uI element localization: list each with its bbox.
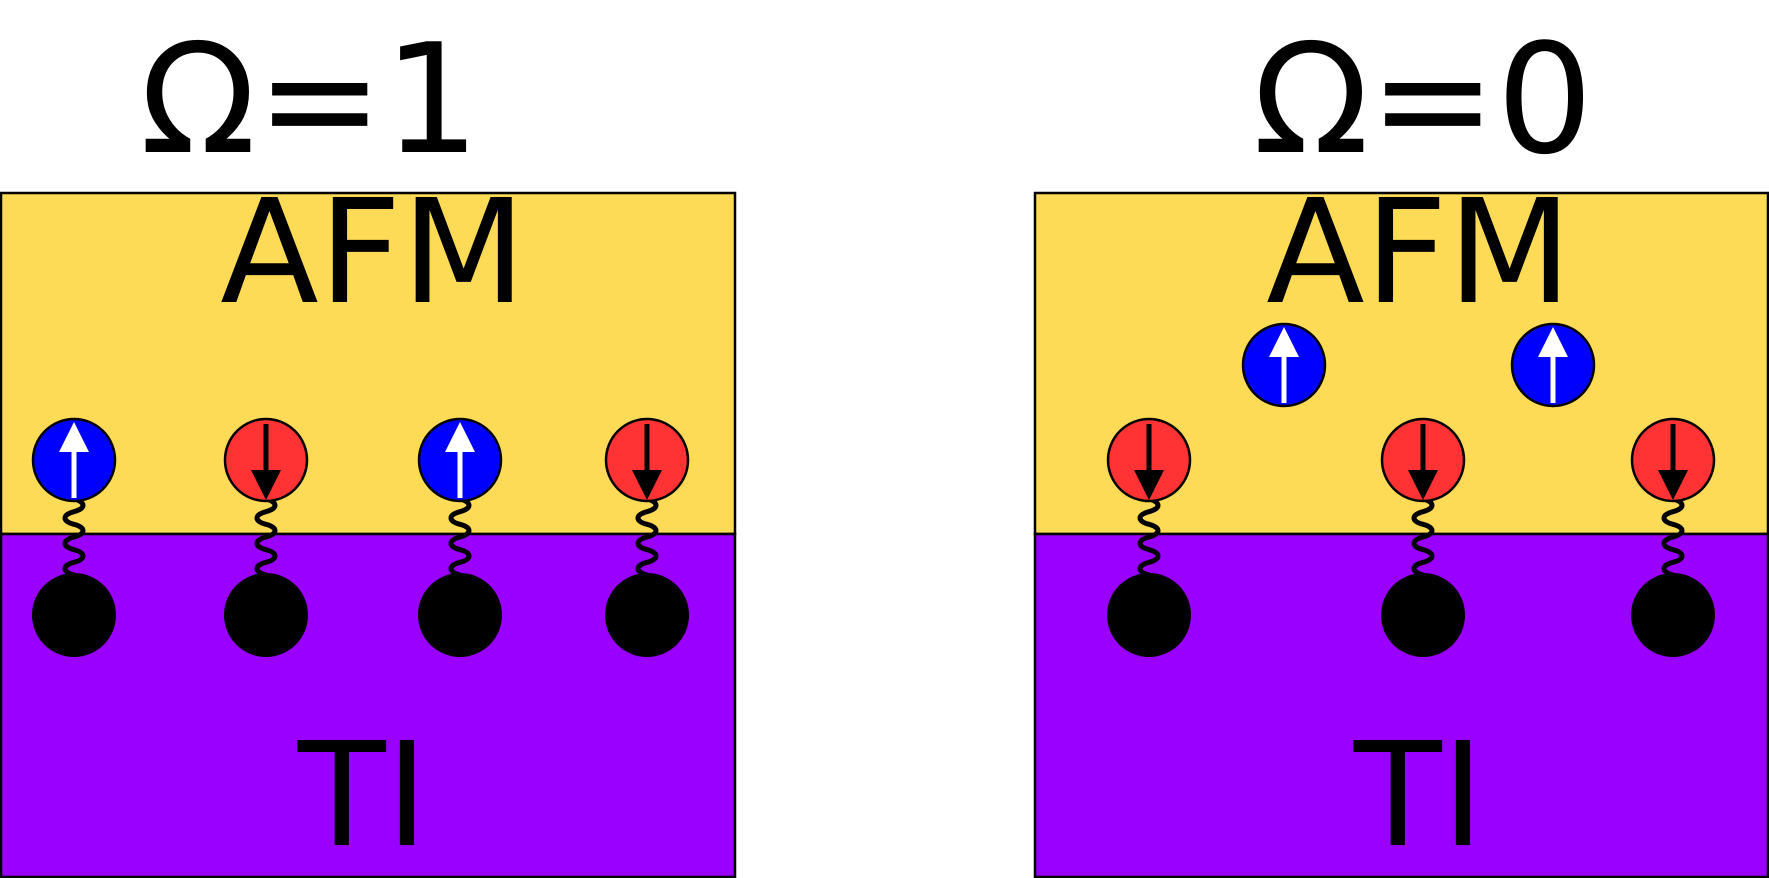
spin-up — [417, 417, 503, 503]
exchange-spring — [62, 496, 86, 578]
spin-down — [1106, 417, 1192, 503]
exchange-spring — [448, 496, 472, 578]
ti-electron — [1381, 573, 1465, 657]
spin-down — [1380, 417, 1466, 503]
exchange-spring — [635, 496, 659, 578]
exchange-spring — [1411, 496, 1435, 578]
ti-electron — [224, 573, 308, 657]
ti-electron — [605, 573, 689, 657]
spin-down-arrowhead — [251, 470, 281, 500]
panel-right-afm-label: AFM — [1266, 168, 1572, 336]
panel-left-spins — [31, 417, 690, 503]
ti-electron — [1107, 573, 1191, 657]
spin-up-arrowhead — [1538, 327, 1568, 357]
panel-left-ti-label: TI — [297, 711, 428, 878]
spin-up — [1241, 322, 1327, 408]
panel-right-electrons — [1107, 573, 1715, 657]
ti-electron — [1631, 573, 1715, 657]
spin-down-arrowhead — [1408, 470, 1438, 500]
panel-left: Ω=1 AFM TI — [0, 11, 737, 878]
ti-electron — [32, 573, 116, 657]
panel-right-springs — [1137, 496, 1685, 578]
spin-down-arrowhead — [632, 470, 662, 500]
exchange-spring — [254, 496, 278, 578]
panel-right-title: Ω=0 — [1253, 11, 1593, 188]
ti-electron — [418, 573, 502, 657]
exchange-spring — [1137, 496, 1161, 578]
exchange-spring — [1661, 496, 1685, 578]
spin-down — [604, 417, 690, 503]
spin-up-arrowhead — [1269, 327, 1299, 357]
panel-left-title: Ω=1 — [140, 11, 480, 188]
panel-left-electrons — [32, 573, 689, 657]
spin-up-arrowhead — [445, 422, 475, 452]
panel-right-spins — [1106, 322, 1716, 503]
panel-right-ti-label: TI — [1353, 711, 1484, 878]
spin-down-arrowhead — [1658, 470, 1688, 500]
spin-down — [1630, 417, 1716, 503]
spin-down-arrowhead — [1134, 470, 1164, 500]
spin-up — [1510, 322, 1596, 408]
spin-up — [31, 417, 117, 503]
spin-up-arrowhead — [59, 422, 89, 452]
panel-left-springs — [62, 496, 659, 578]
panel-right: Ω=0 AFM TI — [1033, 11, 1769, 878]
panel-left-afm-label: AFM — [220, 168, 526, 336]
spin-down — [223, 417, 309, 503]
